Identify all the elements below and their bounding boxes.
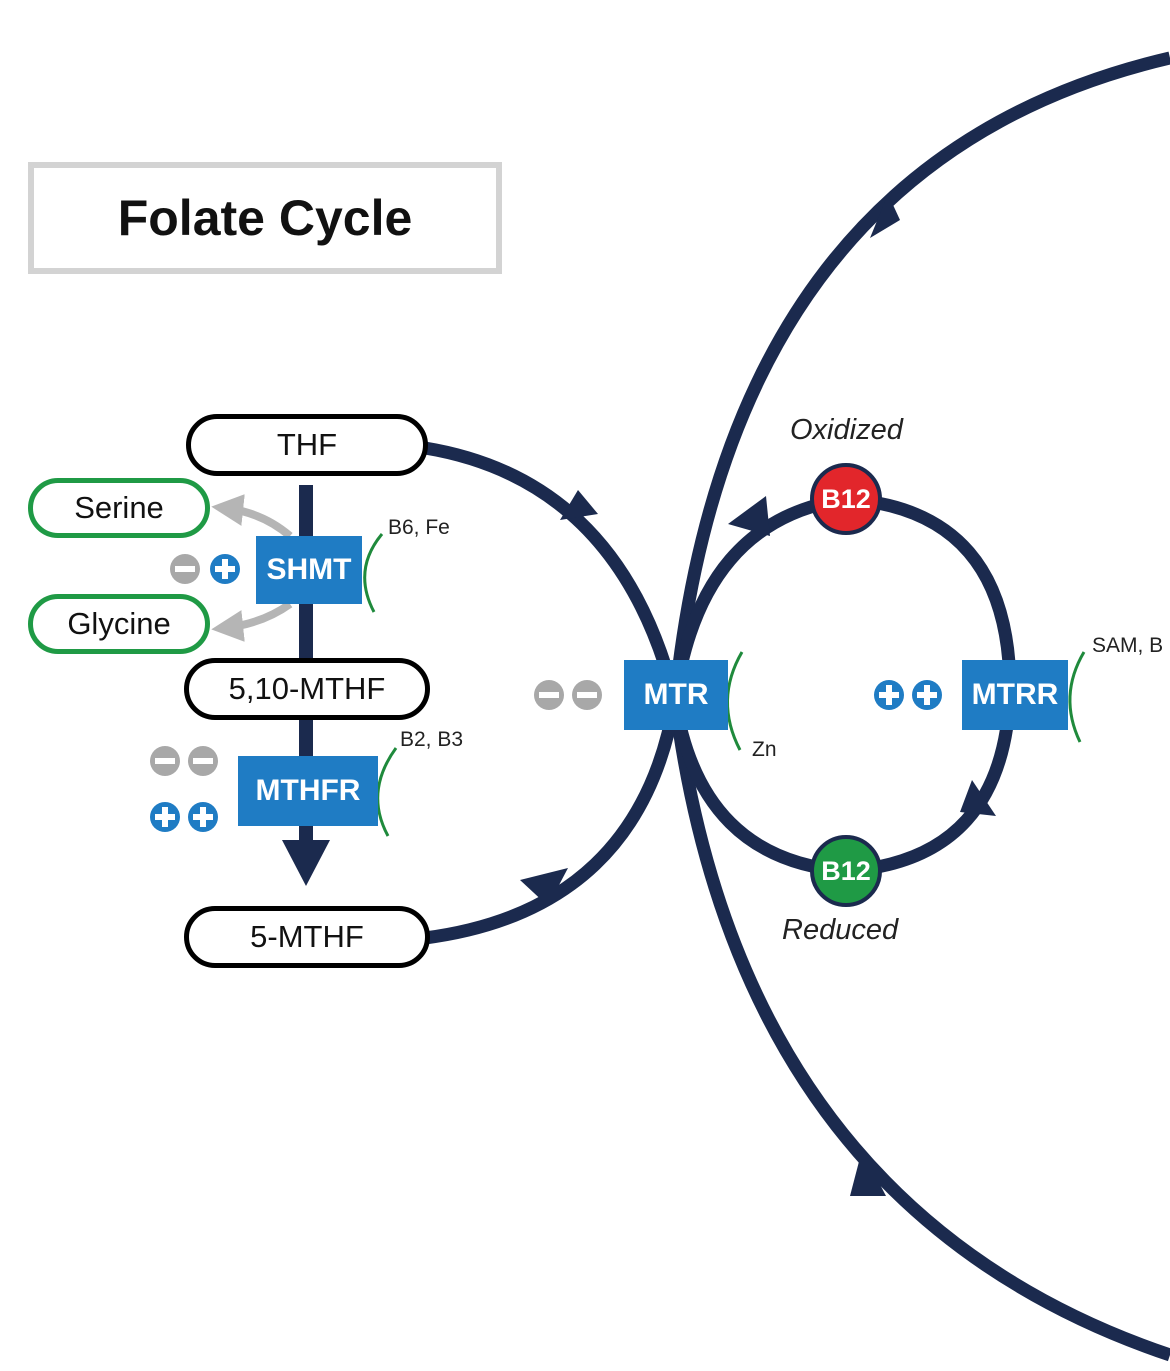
cofactor-bracket-shmt [363,533,384,613]
mthfr-plus-icon-2 [188,802,218,832]
arrowhead-outer-bottom [850,1150,886,1196]
mtr-minus-icon-2 [572,680,602,710]
metabolite-thf: THF [186,414,428,476]
arc-5mthf-mtr [424,698,682,945]
b12-oxidized-state: Oxidized [790,414,903,446]
arrowhead-ring-top [728,496,770,536]
enzyme-mtr: MTR [624,660,728,730]
outer-arc-bottom [668,699,1170,1362]
cofactor-bracket-mtrr [1068,651,1086,743]
shmt-minus-icon [170,554,200,584]
cofactor-bracket-mthfr [376,747,398,837]
mtr-minus-icon-1 [534,680,564,710]
side-arrow-serine [211,494,293,540]
b12-oxidized: B12 [810,463,882,535]
enzyme-shmt: SHMT [256,536,362,604]
mtrr-plus-icon-1 [874,680,904,710]
arrowhead-outer-top [870,194,900,238]
b12-reduced-state: Reduced [782,914,899,946]
arrowhead-5mthf-arc [520,868,568,906]
cofactor-mtr: Zn [752,738,777,761]
metabolite-serine: Serine [28,478,210,538]
metabolite-glycine: Glycine [28,594,210,654]
side-arrow-glycine [211,600,293,642]
mthfr-minus-icon-2 [188,746,218,776]
b12-reduced: B12 [810,835,882,907]
cofactor-mthfr: B2, B3 [400,728,464,751]
mthfr-plus-icon-1 [150,802,180,832]
outer-arc-top [668,51,1170,701]
ring-mtrr-reduced [845,689,1017,878]
arrowhead-thf-arc [560,490,598,520]
mthfr-minus-icon-1 [150,746,180,776]
page-title: Folate Cycle [28,162,502,274]
shmt-plus-icon [210,554,240,584]
cofactor-mtrr: SAM, B [1092,634,1164,657]
cofactor-shmt: B6, Fe [388,516,450,539]
metabolite-5-mthf: 5-MTHF [184,906,430,968]
cofactor-bracket-mtr [726,651,744,751]
arc-thf-mtr [423,441,682,702]
trunk-arrowhead [282,840,330,886]
enzyme-mthfr: MTHFR [238,756,378,826]
ring-oxidized-mtrr [845,492,1017,691]
arrowhead-ring-bottom [960,780,996,816]
metabolite-5-10-mthf: 5,10-MTHF [184,658,430,720]
mtrr-plus-icon-2 [912,680,942,710]
enzyme-mtrr: MTRR [962,660,1068,730]
